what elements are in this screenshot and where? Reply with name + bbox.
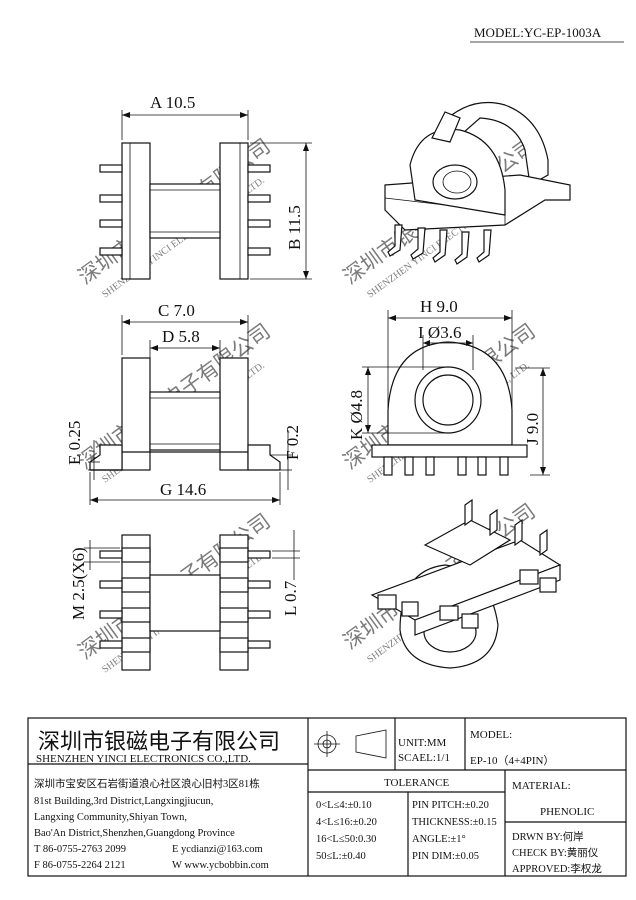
tolerance-row: 0<L≤4:±0.10: [316, 800, 372, 811]
company-name-en: SHENZHEN YINCI ELECTRONICS CO.,LTD.: [36, 753, 251, 765]
dim-m: M 2.5(X6): [69, 547, 88, 620]
contact-web: W www.ycbobbin.com: [172, 860, 269, 871]
approved-by: APPROVED:李权龙: [512, 862, 602, 875]
unit-label: UNIT:MM: [398, 737, 447, 749]
company-name-cn: 深圳市银磁电子有限公司: [38, 729, 280, 754]
drawn-by: DRWN BY:何岸: [512, 830, 584, 843]
address-en-1: 81st Building,3rd District,Langxingjiucu…: [34, 796, 213, 807]
contact-tel: T 86-0755-2763 2099: [34, 844, 126, 855]
scale-label: SCAEL:1/1: [398, 752, 450, 764]
dim-j: J 9.0: [523, 413, 542, 445]
material-label: MATERIAL:: [512, 780, 571, 792]
check-by: CHECK BY:黄丽仪: [512, 846, 599, 859]
projection-symbol-icon: [314, 729, 387, 759]
dim-g: G 14.6: [160, 480, 206, 499]
model-value: EP-10（4+4PIN）: [470, 754, 554, 767]
dim-k: K Ø4.8: [347, 390, 366, 440]
address-en-2: Langxing Community,Shiyan Town,: [34, 812, 187, 823]
dim-c: C 7.0: [158, 301, 195, 320]
model-header: MODEL:YC-EP-1003A: [470, 25, 624, 43]
tolerance-row: 50≤L:±0.40: [316, 851, 366, 862]
pin-tolerance-row: THICKNESS:±0.15: [412, 817, 497, 828]
pin-tolerance-row: ANGLE:±1°: [412, 834, 466, 845]
dim-l: L 0.7: [281, 580, 300, 616]
contact-email: E ycdianzi@163.com: [172, 844, 263, 855]
tolerance-title: TOLERANCE: [384, 777, 449, 789]
model-label: MODEL:: [470, 729, 512, 741]
isometric-view-2: [370, 498, 562, 669]
top-view: A 10.5 B 11.5: [99, 93, 312, 280]
dim-b: B 11.5: [285, 205, 304, 250]
pin-tolerance-row: PIN DIM:±0.05: [412, 851, 479, 862]
dim-a: A 10.5: [150, 93, 195, 112]
dim-f: F 0.2: [283, 425, 302, 460]
dim-i: I Ø3.6: [418, 323, 461, 342]
tolerance-row: 4<L≤16:±0.20: [316, 817, 377, 828]
address-cn: 深圳市宝安区石岩街道浪心社区浪心旧村3区81栋: [34, 777, 260, 790]
dim-e: E 0.25: [65, 421, 84, 465]
material-value: PHENOLIC: [540, 806, 594, 818]
dim-d: D 5.8: [162, 327, 200, 346]
contact-fax: F 86-0755-2264 2121: [34, 860, 126, 871]
front-view: C 7.0 D 5.8 E 0.25 F 0.2 G 14.6: [65, 301, 302, 505]
address-en-3: Bao'An District,Shenzhen,Guangdong Provi…: [34, 828, 235, 839]
tolerance-row: 16<L≤50:0.30: [316, 834, 376, 845]
bottom-view: M 2.5(X6) L 0.7: [69, 530, 300, 671]
isometric-view-1: [384, 101, 571, 265]
title-block: 深圳市银磁电子有限公司 SHENZHEN YINCI ELECTRONICS C…: [27, 717, 627, 877]
side-view: H 9.0 I Ø3.6 J 9.0 K Ø4.8: [347, 297, 550, 476]
dim-h: H 9.0: [420, 297, 458, 316]
model-header-text: MODEL:YC-EP-1003A: [474, 25, 602, 40]
pin-tolerance-row: PIN PITCH:±0.20: [412, 800, 489, 811]
